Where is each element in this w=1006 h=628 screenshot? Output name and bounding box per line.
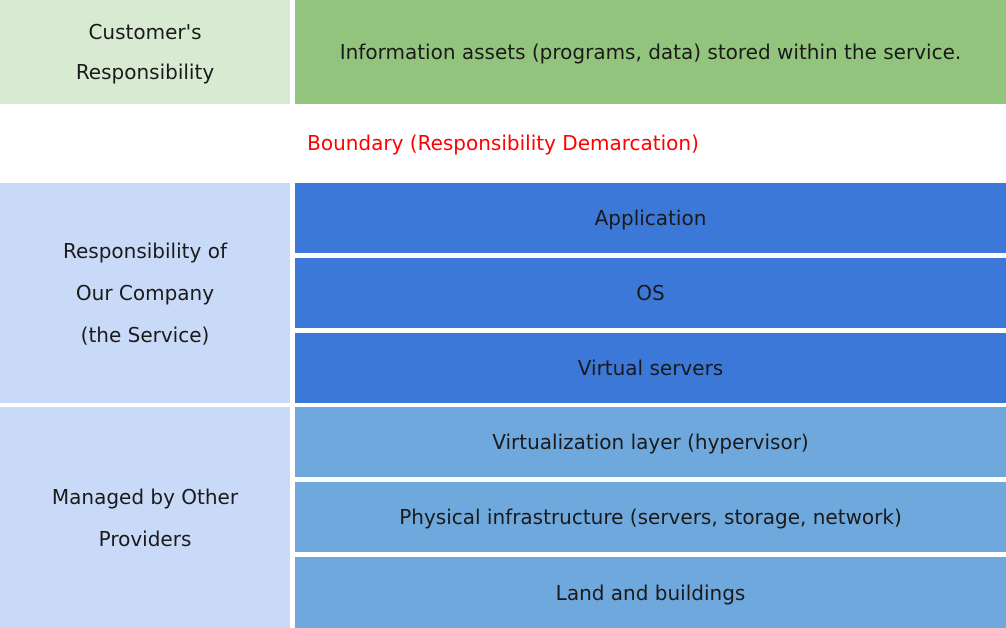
layer-virtual-servers: Virtual servers bbox=[295, 333, 1006, 403]
customer-responsibility-label: Customer's Responsibility bbox=[0, 0, 290, 104]
other-providers-label: Managed by Other Providers bbox=[0, 407, 290, 628]
boundary-label: Boundary (Responsibility Demarcation) bbox=[307, 131, 699, 155]
layer-os: OS bbox=[295, 258, 1006, 328]
company-responsibility-label: Responsibility of Our Company (the Servi… bbox=[0, 183, 290, 403]
layer-land-and-buildings: Land and buildings bbox=[295, 557, 1006, 628]
layer-virtualization-hypervisor: Virtualization layer (hypervisor) bbox=[295, 407, 1006, 477]
layer-physical-infrastructure: Physical infrastructure (servers, storag… bbox=[295, 482, 1006, 552]
layer-application: Application bbox=[295, 183, 1006, 253]
customer-information-assets-block: Information assets (programs, data) stor… bbox=[295, 0, 1006, 104]
